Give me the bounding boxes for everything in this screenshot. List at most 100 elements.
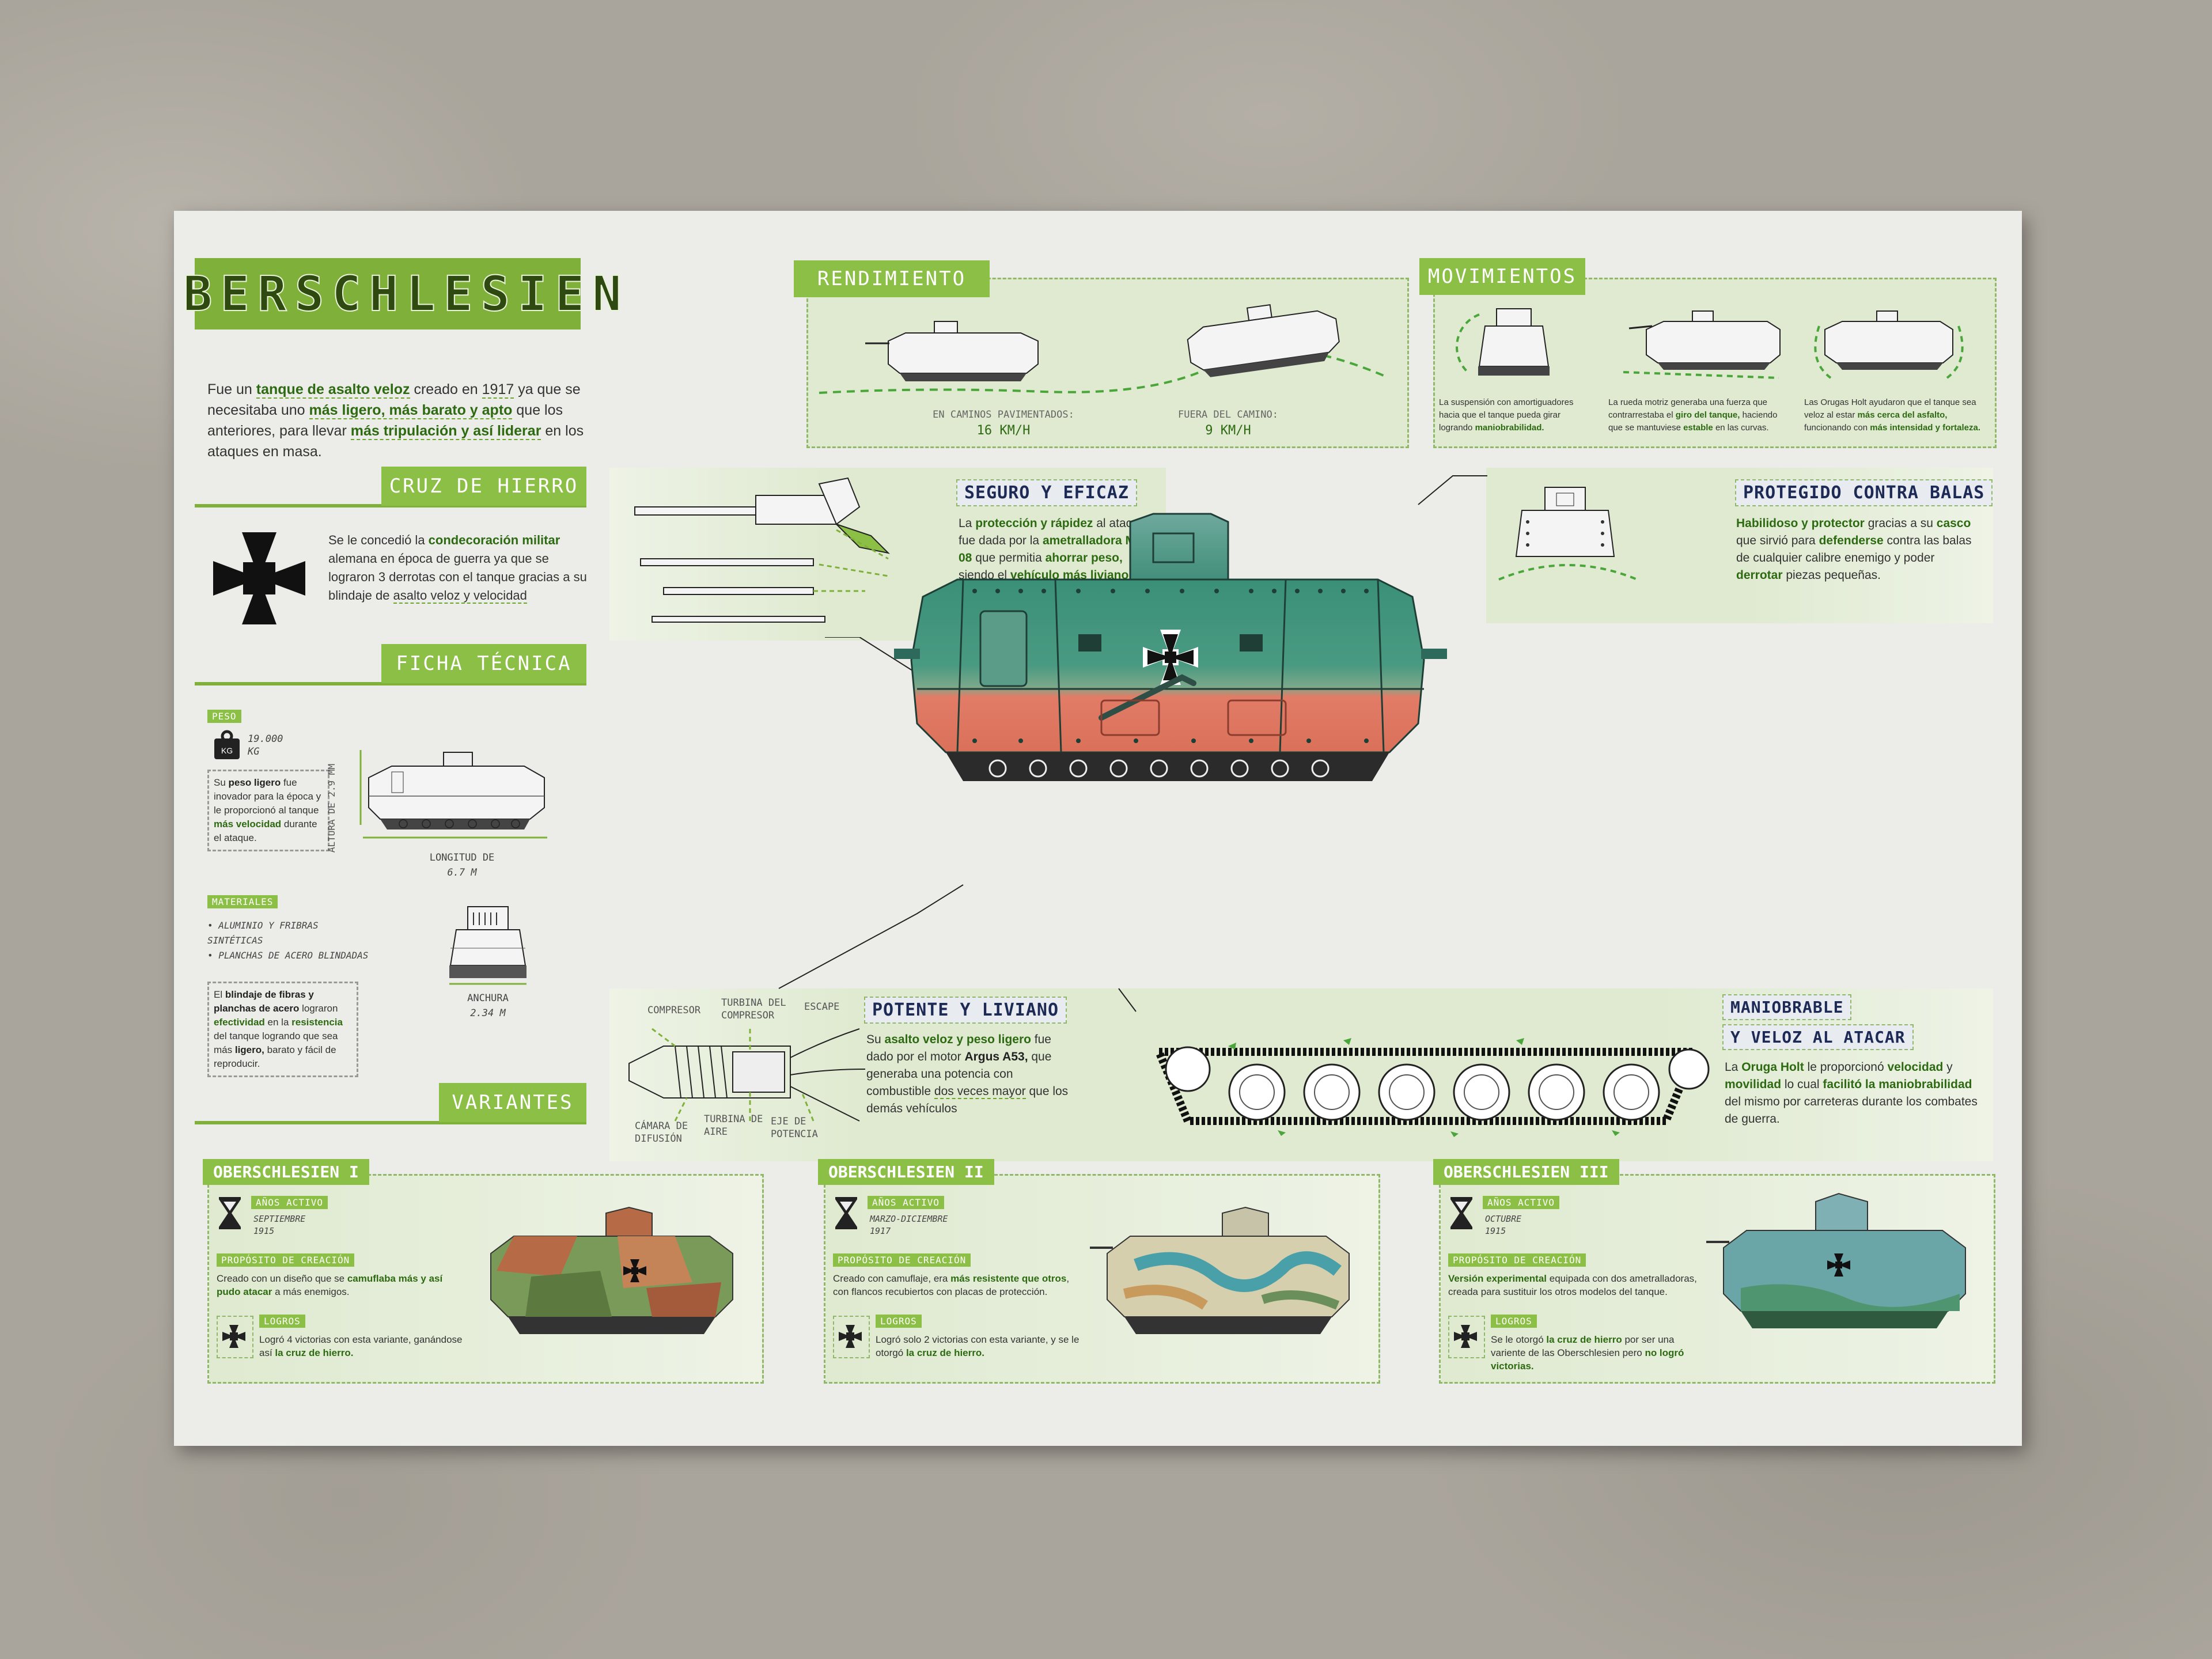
v2-p2: , con flancos recubiertos con placas de …: [833, 1273, 1070, 1297]
rendimiento-offroad: FUERA DEL CAMINO: 9 KM/H: [1142, 407, 1315, 439]
offroad-label: FUERA DEL CAMINO:: [1178, 409, 1278, 421]
label-turbina-aire: TURBINA DE AIRE: [704, 1113, 763, 1138]
longitud-block: LONGITUD DE 6.7 M: [416, 850, 508, 880]
peso-tab: PESO: [207, 710, 241, 723]
pot-b2: Argus A53,: [964, 1050, 1028, 1063]
man-p5: del mismo por carreteras durante los com…: [1725, 1095, 1978, 1126]
intro-b3: más tripulación y así liderar: [350, 423, 541, 440]
bl-b4: ligero,: [234, 1044, 264, 1055]
cruz-text: Se le concedió la condecoración militar …: [328, 531, 588, 605]
man-b3: movilidad: [1725, 1078, 1782, 1091]
holt-track-illustration: [1118, 988, 1710, 1137]
intro-b1: tanque de asalto veloz: [256, 381, 410, 399]
blindaje-description: El blindaje de fibras y planchas de acer…: [207, 982, 358, 1077]
pot-p1: Su: [866, 1033, 885, 1046]
tank-front-armor-sketch: [1498, 487, 1638, 581]
infographic-poster: OBERSCHLESIEN Fue un tanque de asalto ve…: [174, 211, 2022, 1446]
intro-p4: que los anteriores, para llevar: [207, 402, 563, 439]
v3-pb1: Versión experimental: [1448, 1273, 1547, 1284]
cruz-b2: asalto veloz y velocidad: [393, 588, 527, 604]
peso-value-block: 19.000 KG: [248, 733, 283, 758]
variant-2-logros-tab: LOGROS: [876, 1315, 922, 1328]
altura-value: 2.9 MM: [326, 764, 337, 797]
seg-b4: vehículo más liviano.: [1010, 569, 1132, 582]
seg-b3: ahorrar peso,: [1045, 551, 1123, 565]
pot-p2: fue dado por el motor: [866, 1033, 1051, 1063]
pro-p4: piezas pequeñas.: [1782, 569, 1881, 582]
peso-t3: durante el ataque.: [214, 819, 317, 843]
v3-lb2: no logró victorias.: [1491, 1347, 1684, 1372]
m3-2: funcionando con: [1804, 423, 1870, 433]
cruz-p1: Se le concedió la: [328, 533, 429, 547]
intro-p1: Fue un: [207, 381, 256, 397]
variant-1-prop-tab: PROPÓSITO DE CREACIÓN: [217, 1253, 355, 1267]
seg-b1: protección y rápidez: [975, 517, 1093, 530]
peso-t1: Su: [214, 777, 229, 788]
variant-2-prop: Creado con camuflaje, era más resistente…: [833, 1272, 1075, 1298]
m2-1: La rueda motriz generaba una fuerza que …: [1608, 397, 1768, 420]
v1-p3: a más enemigos.: [272, 1286, 350, 1297]
iron-cross-icon: [1454, 1325, 1477, 1348]
anchura-value: 2.34 M: [470, 1007, 506, 1019]
v2-lb: la cruz de hierro.: [906, 1347, 984, 1358]
variant-2-prop-tab: PROPÓSITO DE CREACIÓN: [833, 1253, 971, 1267]
variant-1-logros: Logró 4 victorias con esta variante, gan…: [259, 1333, 467, 1359]
m2-3: en las curvas.: [1713, 423, 1769, 433]
variant-3-logros: Se le otorgó la cruz de hierro por ser u…: [1491, 1333, 1710, 1373]
v3-lb: la cruz de hierro: [1546, 1334, 1622, 1345]
protegido-header: PROTEGIDO CONTRA BALAS: [1735, 479, 1993, 506]
variant-1-logros-tab: LOGROS: [259, 1315, 305, 1328]
pro-b4: derrotar: [1736, 569, 1783, 582]
tank-side-sketch: [359, 750, 547, 839]
m2-2: haciendo que se mantuviese: [1608, 410, 1778, 433]
bl-1: El: [214, 989, 225, 1000]
variantes-header: VARIANTES: [439, 1083, 586, 1122]
pot-b1: asalto veloz y peso ligero: [884, 1033, 1031, 1046]
label-escape: ESCAPE: [804, 1001, 840, 1013]
m1-b: maniobrabilidad.: [1475, 423, 1544, 433]
peso-tb2: más velocidad: [214, 819, 282, 830]
m3-1: Las Orugas Holt ayudaron que el tanque s…: [1804, 397, 1976, 420]
maniobrable-text: La Oruga Holt le proporcionó velocidad y…: [1725, 1059, 1978, 1128]
variant-3-tank-illustration: [1706, 1192, 1966, 1328]
pro-b3: defenderse: [1819, 534, 1884, 547]
seguro-header: SEGURO Y EFICAZ: [956, 479, 1137, 506]
v1-years-1: SEPTIEMBRE: [253, 1214, 306, 1224]
seg-p1: La: [959, 517, 976, 530]
protegido-callout-line: [1418, 475, 1487, 505]
label-turbina-compresor: TURBINA DEL COMPRESOR: [721, 997, 786, 1021]
pro-b1: Habilidoso y protector: [1736, 517, 1865, 530]
movimientos-header: MOVIMIENTOS: [1419, 258, 1585, 295]
man-p1: La: [1725, 1060, 1742, 1074]
variant-2-logros: Logró solo 2 victorias con esta variante…: [876, 1333, 1083, 1359]
variant-3-anos-tab: AÑOS ACTIVO: [1483, 1196, 1559, 1209]
potente-text: Su asalto veloz y peso ligero fue dado p…: [866, 1031, 1074, 1118]
cruz-b1: condecoración militar: [428, 533, 560, 547]
v1-p1: Creado con un diseño que se: [217, 1273, 347, 1284]
seg-p4: siendo el: [959, 569, 1010, 582]
material-0: ALUMINIO Y FRIBRAS SINTÉTICAS: [207, 920, 319, 946]
bl-5: barato y fácil de reproducir.: [214, 1044, 336, 1069]
anchura-label: ANCHURA: [467, 993, 509, 1004]
variant-1-tank-illustration: [490, 1206, 733, 1334]
variant-1-anos-tab: AÑOS ACTIVO: [251, 1196, 328, 1209]
variant-2-anos-tab: AÑOS ACTIVO: [868, 1196, 944, 1209]
v2-l1: Logró solo 2 victorias con esta variante…: [876, 1334, 1080, 1358]
machine-gun-illustration: [634, 477, 891, 623]
altura-label-text: ALTURA DE: [326, 802, 337, 853]
variant-2-cross-frame: [833, 1316, 870, 1358]
intro-b2: más ligero, más barato y apto: [309, 402, 513, 419]
maniobrable-header-2: Y VELOZ AL ATACAR: [1722, 1024, 1914, 1050]
materiales-list: • ALUMINIO Y FRIBRAS SINTÉTICAS • PLANCH…: [207, 918, 374, 963]
anchura-block: ANCHURA 2.34 M: [445, 991, 531, 1021]
tank-front-sketch: [449, 906, 527, 985]
intro-p2: creado en: [410, 381, 482, 397]
altura-label: ALTURA DE 2.9 MM: [325, 764, 339, 853]
main-tank-illustration: [894, 513, 1447, 781]
man-p2: le proporcionó: [1804, 1060, 1888, 1074]
pro-p2: que sirvió para: [1736, 534, 1819, 547]
materiales-tab: MATERIALES: [207, 895, 278, 908]
label-camara: CÁMARA DE DIFUSIÓN: [635, 1120, 688, 1145]
bl-b2: efectividad: [214, 1017, 265, 1028]
pro-b2: casco: [1936, 517, 1971, 530]
